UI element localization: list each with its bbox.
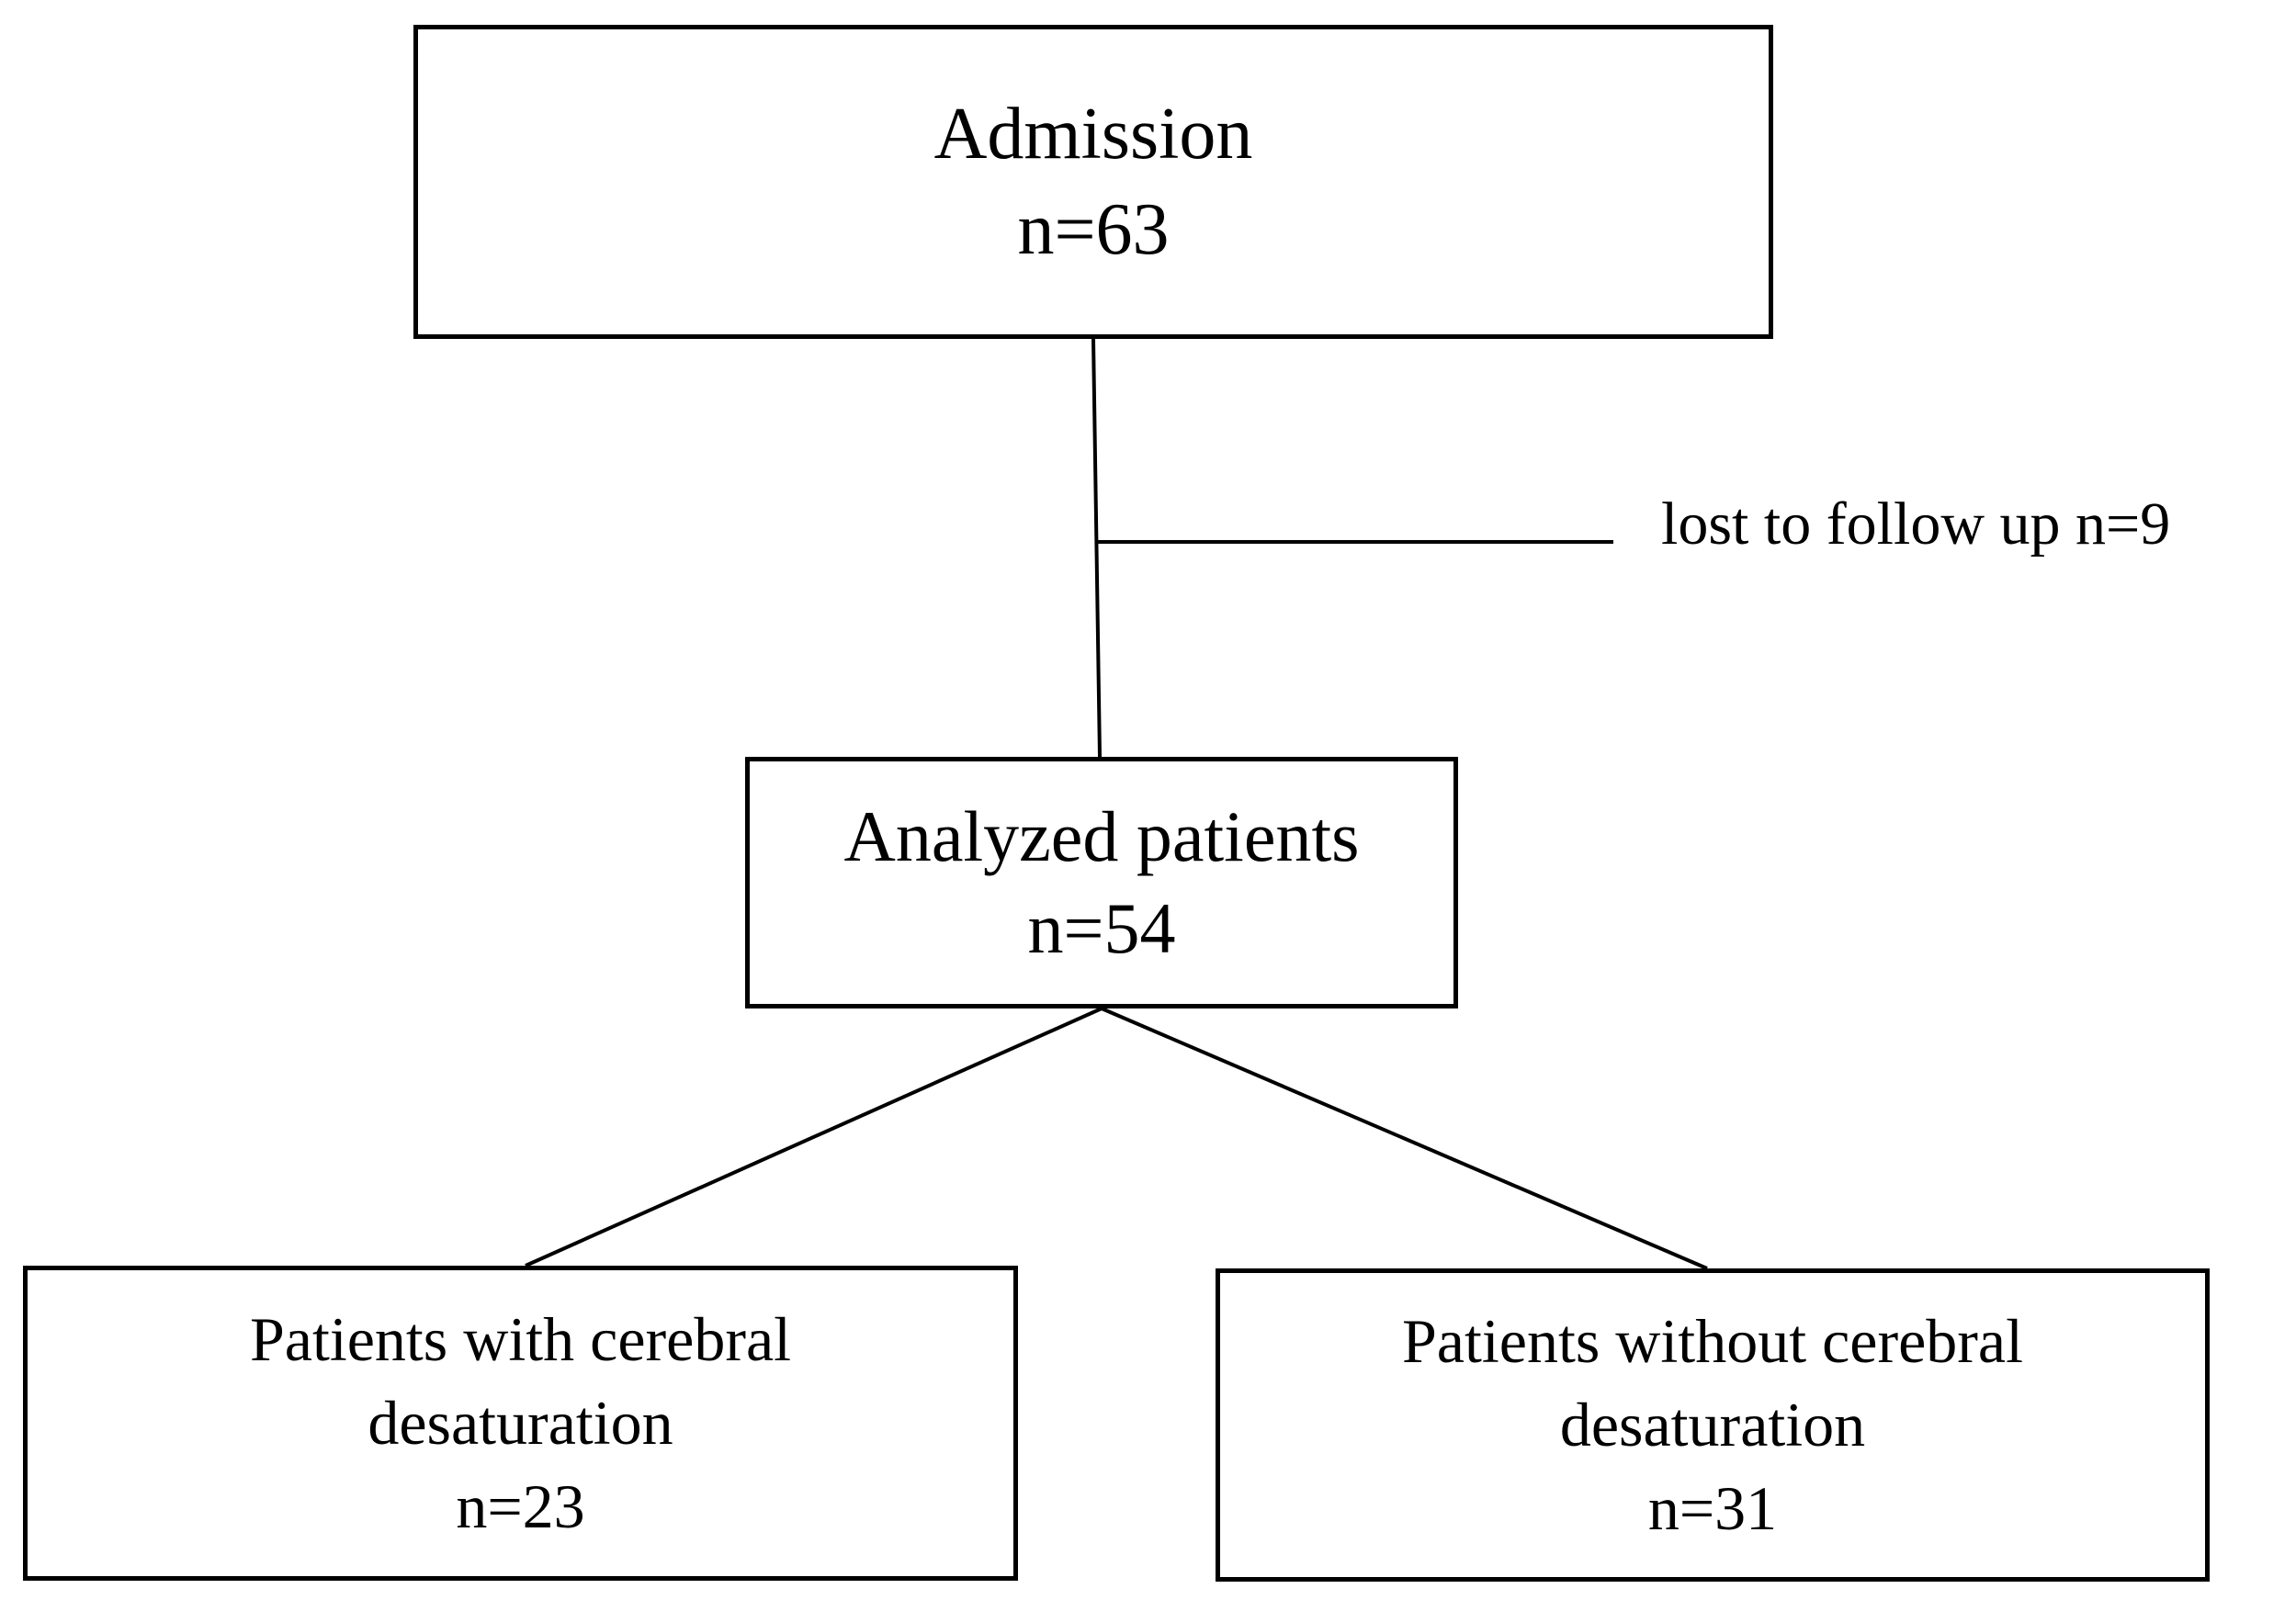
with-desaturation-box: Patients with cerebral desaturation n=23 <box>23 1266 1018 1581</box>
admission-label: Admission <box>933 94 1253 175</box>
connector-analyzed-to-with <box>525 1007 1103 1268</box>
without-desaturation-count: n=31 <box>1647 1473 1778 1543</box>
analyzed-label: Analyzed patients <box>843 796 1360 876</box>
with-desaturation-label-line2: desaturation <box>368 1388 673 1458</box>
without-desaturation-label-line2: desaturation <box>1559 1390 1866 1459</box>
admission-box: Admission n=63 <box>413 25 1773 339</box>
lost-to-follow-up-label: lost to follow up n=9 <box>1661 490 2171 558</box>
connector-admission-to-analyzed <box>1091 338 1102 758</box>
admission-count: n=63 <box>1017 189 1170 270</box>
without-desaturation-box: Patients without cerebral desaturation n… <box>1216 1268 2210 1582</box>
analyzed-count: n=54 <box>1027 888 1176 968</box>
analyzed-patients-box: Analyzed patients n=54 <box>745 757 1458 1008</box>
with-desaturation-label-line1: Patients with cerebral <box>249 1304 792 1374</box>
connector-analyzed-to-without <box>1101 1007 1708 1270</box>
with-desaturation-count: n=23 <box>456 1471 585 1541</box>
without-desaturation-label-line1: Patients without cerebral <box>1401 1306 2023 1376</box>
